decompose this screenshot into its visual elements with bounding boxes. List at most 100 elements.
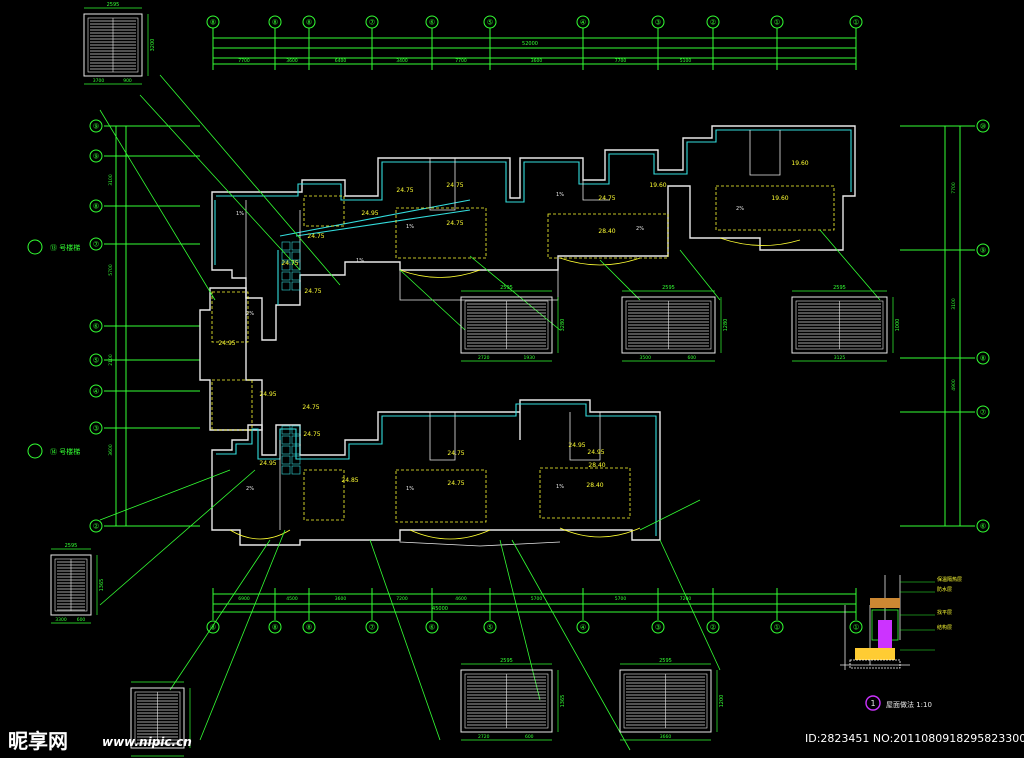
- detail-note: 防水层: [937, 586, 952, 593]
- elevation-label: 24.75: [281, 260, 298, 267]
- top-axis-bubble-label: ⑦: [369, 19, 375, 27]
- right-axis-bubble-label: ⑦: [980, 409, 986, 417]
- bottom-seg-dim: 3600: [335, 596, 347, 602]
- elevation-label: 24.75: [302, 404, 319, 411]
- elevation-label: 24.75: [447, 480, 464, 487]
- top-axis-bubble-label: ①: [774, 19, 780, 27]
- grate-side-dim: 3200: [150, 39, 156, 52]
- elevation-label: 24.75: [446, 182, 463, 189]
- grate-bottom-dim: 3125: [834, 355, 846, 361]
- right-axis-bubble: ⑥: [976, 519, 990, 533]
- detail-layer-screed: [855, 648, 895, 660]
- bottom-axis-bubble-label: ⑧: [272, 624, 278, 632]
- top-axis-bubble-label: ①: [853, 19, 859, 27]
- grate-top-dim: 2595: [662, 285, 675, 291]
- bottom-seg-dim: 4500: [286, 596, 298, 602]
- grate-top-dim: 2595: [833, 285, 846, 291]
- top-axis-bubble-label: ②: [710, 19, 716, 27]
- grate-top-dim: 2595: [659, 658, 672, 664]
- balcony-edges: [229, 237, 801, 540]
- bottom-seg-dim: 6900: [238, 596, 250, 602]
- watermark-id: ID:2823451 NO:20110809182958233000: [805, 732, 1024, 745]
- slope-label: 1%: [556, 192, 564, 198]
- left-axis-bubble: ⑧: [89, 199, 103, 213]
- bottom-axis-bubble: ④: [576, 620, 590, 634]
- grate-bottom-dim: 3500: [640, 355, 652, 361]
- secondary-outlines: [211, 185, 835, 523]
- grate-top-dim: 2595: [107, 2, 120, 8]
- detail-layer-membrane: [878, 620, 892, 648]
- top-seg-dim: 7700: [455, 58, 467, 64]
- grate-bottom-dim: 600: [687, 355, 696, 361]
- right-seg-dim: 7700: [951, 182, 957, 194]
- top-dimension-band: [213, 37, 856, 65]
- bottom-axis-bubble: ⑧: [206, 620, 220, 634]
- detail-title: 屋面做法 1:10: [886, 700, 932, 709]
- bottom-axis-bubble: ②: [706, 620, 720, 634]
- bottom-axis-bubble: ③: [651, 620, 665, 634]
- top-axis-bubble: ②: [706, 15, 720, 29]
- slope-label: 1%: [406, 486, 414, 492]
- slope-label: 1%: [556, 484, 564, 490]
- detail-index: 1: [870, 699, 875, 708]
- bottom-seg-dim: 5700: [615, 596, 627, 602]
- left-stair-labels: ⑬ 号楼梯 ⑭ 号楼梯: [27, 239, 80, 459]
- right-axis-bubble-label: ⑨: [980, 247, 986, 255]
- top-seg-dim: 6400: [335, 58, 347, 64]
- elevation-label: 24.95: [568, 442, 585, 449]
- top-seg-dim: 7700: [615, 58, 627, 64]
- slope-label: 1%: [406, 224, 414, 230]
- elevation-label: 24.95: [259, 391, 276, 398]
- right-dimension-band: [900, 125, 975, 526]
- left-seg-dim: 2100: [108, 354, 114, 366]
- elevation-label: 19.60: [791, 160, 808, 167]
- elevation-label: 24.75: [598, 195, 615, 202]
- left-axis-bubble-label: ⑦: [93, 241, 99, 249]
- grate-bottom-dim: 600: [77, 617, 86, 623]
- right-axis-bubble-label: ⑧: [980, 355, 986, 363]
- elevation-label: 24.95: [361, 210, 378, 217]
- elevation-label: 24.75: [304, 288, 321, 295]
- grate-g8: [130, 681, 191, 757]
- bottom-axis-bubble-label: ⑧: [210, 624, 216, 632]
- top-axis-bubble: ①: [849, 15, 863, 29]
- elevation-label: 19.60: [649, 182, 666, 189]
- left-axis-bubble-label: ③: [93, 425, 99, 433]
- bottom-axis-bubble-label: ⑦: [369, 624, 375, 632]
- left-seg-dim: 3100: [108, 174, 114, 186]
- top-seg-dim: 5100: [680, 58, 692, 64]
- elevation-label: 28.40: [586, 482, 603, 489]
- detail-index-bubble: [865, 695, 881, 711]
- elevation-label: 24.95: [259, 460, 276, 467]
- grate-top-dim: 2595: [500, 285, 513, 291]
- grate-bottom-dim: 3700: [93, 78, 105, 84]
- bottom-seg-dim: 5700: [531, 596, 543, 602]
- bottom-axis-bubble-label: ⑤: [487, 624, 493, 632]
- bottom-axis-bubble: ①: [849, 620, 863, 634]
- elevation-label: 24.95: [218, 340, 235, 347]
- bottom-axis-bubble-label: ①: [774, 624, 780, 632]
- top-axis-bubble: ④: [576, 15, 590, 29]
- grate-bottom-dim: 600: [525, 734, 534, 740]
- elevation-label: 24.75: [446, 220, 463, 227]
- detail-note: 找平层: [937, 609, 952, 616]
- top-axis-bubble: ⑧: [206, 15, 220, 29]
- bottom-seg-dim: 4600: [455, 596, 467, 602]
- grate-side-dim: 3280: [560, 319, 566, 332]
- bottom-seg-dim: 7200: [396, 596, 408, 602]
- right-axis-bubble: ⑨: [976, 243, 990, 257]
- elevation-label: 24.75: [307, 233, 324, 240]
- right-axis-bubble-label: ⑩: [980, 123, 986, 131]
- left-axis-bubble: ④: [89, 384, 103, 398]
- parapet-lines: [214, 129, 852, 536]
- right-axis-bubble: ⑧: [976, 351, 990, 365]
